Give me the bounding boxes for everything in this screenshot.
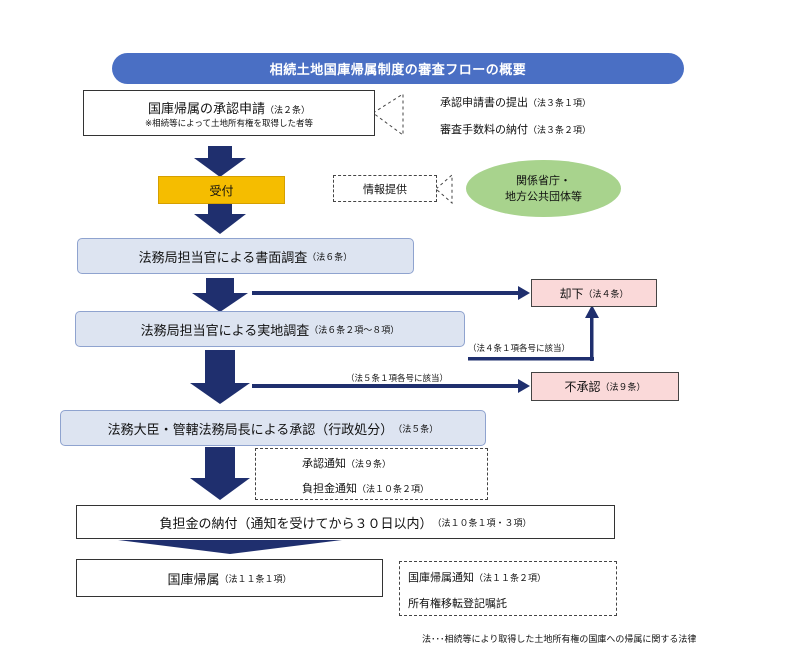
step-application-label: 国庫帰属の承認申請: [147, 101, 265, 117]
step-payment: 負担金の納付（通知を受けてから３０日以内）（法１０条１項・３項）: [76, 505, 615, 539]
step-application-ref: （法２条）: [265, 105, 311, 116]
final-note-notice: 国庫帰属通知: [408, 571, 474, 584]
down-arrow-3: [192, 278, 248, 312]
step-document-review-ref: （法６条）: [307, 252, 353, 263]
detail-submission-ref: （法３条１項）: [528, 99, 592, 109]
step-national-ownership: 国庫帰属（法１１条１項）: [76, 559, 383, 597]
dashed-connector-info: [435, 173, 453, 205]
step-document-review: 法務局担当官による書面調査（法６条）: [77, 238, 414, 274]
detail-submission: 承認申請書の提出: [440, 96, 528, 109]
step-application-note: ※相続等によって土地所有権を取得した者等: [145, 118, 313, 129]
agencies-line-2: 地方公共団体等: [505, 189, 582, 203]
info-provision-box: 情報提供: [333, 175, 437, 202]
final-note-notice-ref: （法１１条２項）: [474, 574, 547, 584]
dashed-connector-step1: [372, 93, 404, 136]
down-arrow-5: [190, 447, 250, 500]
rejection-ref: （法４条）: [583, 289, 629, 300]
arrow-head-rejection: [518, 286, 530, 300]
step-field-survey-ref: （法６条２項～８項）: [309, 325, 400, 336]
notice-approval-ref: （法９条）: [346, 460, 392, 470]
elbow-horizontal: [468, 357, 594, 361]
footnote: 法･･･相続等により取得した土地所有権の国庫への帰属に関する法律: [422, 635, 697, 645]
notice-approval: 承認通知: [302, 457, 346, 470]
agencies-ellipse: 関係省庁・ 地方公共団体等: [466, 160, 621, 217]
step-document-review-label: 法務局担当官による書面調査: [138, 250, 308, 266]
page-title: 相続土地国庫帰属制度の審査フローの概要: [112, 53, 684, 84]
arrow-line-rejection: [252, 291, 520, 295]
notice-fee: 負担金通知: [302, 482, 357, 495]
step-national-ownership-label: 国庫帰属: [167, 572, 220, 588]
down-arrow-2: [194, 203, 246, 234]
rejection-label: 却下: [559, 286, 584, 301]
down-arrow-1: [194, 146, 246, 177]
rejection-condition-note: （法４条１項各号に該当）: [468, 344, 571, 354]
elbow-vertical: [590, 316, 594, 361]
step-approval-ref: （法５条）: [393, 424, 439, 435]
arrow-line-disapproval: [252, 384, 520, 388]
final-note-registration: 所有権移転登記嘱託: [408, 597, 507, 610]
step-payment-ref: （法１０条１項・３項）: [432, 518, 532, 529]
step-payment-label: 負担金の納付（通知を受けてから３０日以内）: [159, 516, 433, 532]
step-application: 国庫帰属の承認申請（法２条） ※相続等によって土地所有権を取得した者等: [83, 90, 375, 136]
disapproval-condition-note: （法５条１項各号に該当）: [346, 374, 449, 384]
final-notes-box: 国庫帰属通知（法１１条２項） 所有権移転登記嘱託: [399, 561, 617, 616]
step-field-survey: 法務局担当官による実地調査（法６条２項～８項）: [75, 311, 465, 347]
detail-fee-ref: （法３条２項）: [528, 126, 592, 136]
step-approval-label: 法務大臣・管轄法務局長による承認（行政処分）: [107, 422, 394, 438]
step-national-ownership-ref: （法１１条１項）: [219, 574, 292, 585]
disapproval-ref: （法９条）: [600, 383, 646, 393]
elbow-arrow-head: [585, 305, 599, 318]
notice-fee-ref: （法１０条２項）: [357, 485, 430, 495]
application-details: 承認申請書の提出（法３条１項） 審査手数料の納付（法３条２項）: [440, 91, 660, 137]
step-field-survey-label: 法務局担当官による実地調査: [140, 323, 310, 339]
detail-fee: 審査手数料の納付: [440, 123, 528, 136]
wide-chevron: [118, 540, 342, 554]
down-arrow-4: [190, 350, 250, 404]
agencies-line-1: 関係省庁・: [516, 173, 571, 187]
disapproval-box: 不承認（法９条）: [531, 372, 679, 401]
arrow-head-disapproval: [518, 379, 530, 393]
disapproval-label: 不承認: [564, 380, 601, 394]
rejection-box: 却下（法４条）: [531, 279, 657, 307]
step-approval: 法務大臣・管轄法務局長による承認（行政処分）（法５条）: [60, 410, 486, 446]
receipt-box: 受付: [158, 176, 285, 204]
notices-box: 承認通知（法９条） 負担金通知（法１０条２項）: [255, 448, 488, 500]
